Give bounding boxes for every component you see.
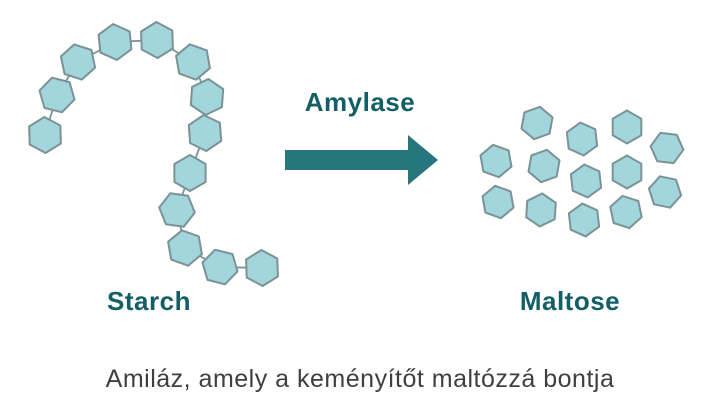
glucose-hexagon [158,192,196,228]
glucose-hexagon [201,248,239,286]
glucose-hexagon [565,121,599,157]
glucose-hexagon [611,154,643,190]
glucose-hexagon [167,229,203,267]
glucose-hexagon [245,249,279,287]
enzyme-label: Amylase [305,87,415,117]
glucose-hexagon [97,23,133,61]
reaction-arrow-right-icon [285,135,438,185]
glucose-hexagon [527,148,561,184]
glucose-hexagon [649,131,685,165]
glucose-hexagon [173,154,207,192]
glucose-hexagon [28,116,62,154]
glucose-hexagon [187,114,223,152]
maltose-cluster [479,105,685,238]
glucose-hexagon [479,143,513,179]
glucose-hexagon [140,21,174,59]
product-label: Maltose [520,286,620,316]
starch-chain [28,21,279,287]
glucose-hexagon [647,175,683,209]
glucose-hexagon [611,109,643,145]
caption: Amiláz, amely a keményítőt maltózzá bont… [106,365,615,393]
glucose-hexagon [609,194,643,230]
glucose-hexagon [520,105,554,141]
substrate-label: Starch [107,286,191,316]
glucose-hexagon [38,76,76,114]
glucose-hexagon [481,184,515,220]
glucose-hexagon [59,43,97,81]
glucose-hexagon [569,163,603,199]
glucose-hexagon [175,43,211,81]
glucose-hexagon [525,192,557,228]
glucose-hexagon [567,202,601,238]
